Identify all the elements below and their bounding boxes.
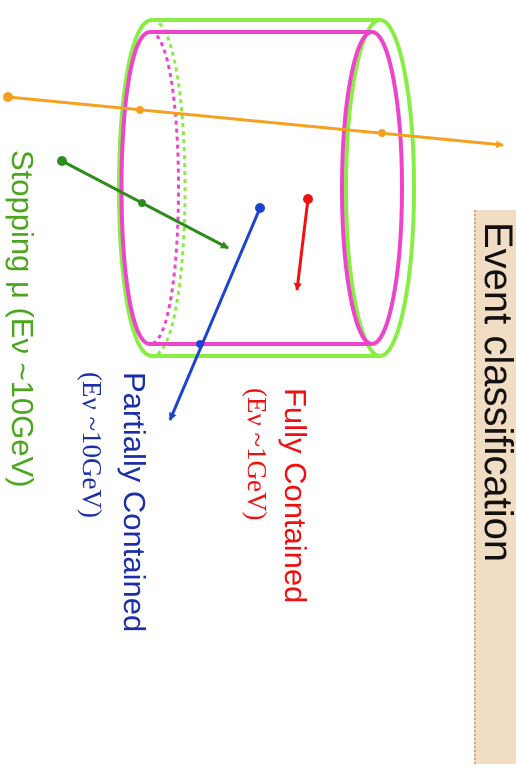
inner-detector [119, 30, 404, 346]
outer-detector [117, 18, 416, 358]
fully-contained-energy: (Eν ~1GeV) [242, 388, 272, 521]
stopping-muon-track [57, 156, 229, 250]
diagram-title: Event classification [476, 222, 516, 563]
partially-contained-energy: (Eν ~10GeV) [77, 372, 107, 519]
partially-contained-label: Partially Contained [117, 372, 152, 633]
fully-contained-track [293, 194, 313, 291]
partially-contained-track [168, 203, 265, 421]
fully-contained-label: Fully Contained [278, 388, 313, 604]
through-going-track [3, 92, 504, 149]
title-box [474, 210, 516, 764]
stopping-muon-label: Stopping μ (Eν ~10GeV) [5, 150, 40, 488]
